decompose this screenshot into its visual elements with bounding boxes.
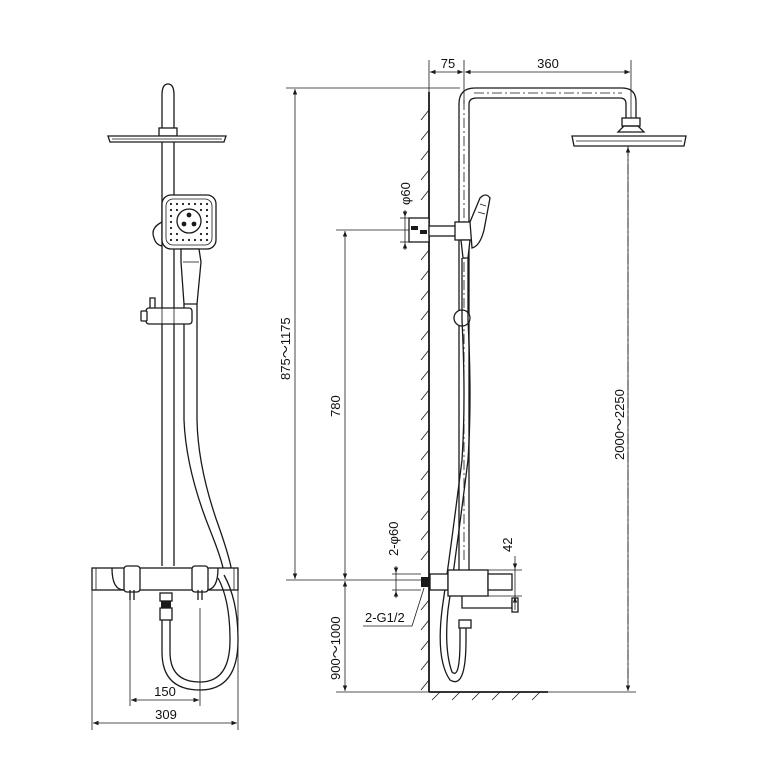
dim-label-2000-2250: 2000～2250: [612, 389, 627, 460]
front-hose-b: [196, 304, 233, 576]
side-hose-connector: [458, 619, 472, 629]
side-mixer-body: [447, 569, 489, 597]
side-inlet-nut: [421, 577, 430, 587]
front-hand-shower-handle: [180, 248, 202, 305]
front-mixer-body: [91, 567, 239, 591]
dim-label-900-1000: 900～1000: [328, 616, 343, 680]
dim-label-2-phi60: 2-φ60: [386, 522, 401, 556]
dim-label-g12: 2-G1/2: [365, 610, 405, 625]
front-view: 150 309: [91, 83, 239, 730]
front-mixer-knob-left: [123, 565, 141, 593]
dim-label-150: 150: [154, 684, 176, 699]
side-eccentric: [429, 573, 449, 591]
front-hose-a: [183, 304, 225, 576]
side-mixer-knob: [487, 573, 513, 591]
front-hose-loop-a: [161, 574, 239, 691]
front-slide-knob: [149, 297, 156, 308]
front-hose-nut-lower: [159, 607, 173, 621]
side-arm-outer: [458, 87, 637, 118]
front-hand-shower-center: [176, 208, 202, 234]
wall-hatching: [420, 109, 430, 691]
side-spout: [461, 596, 513, 609]
front-arm-stub: [161, 83, 175, 132]
side-head-connector: [621, 117, 641, 127]
side-hand-shower-handle: [460, 239, 471, 259]
side-arm-inner: [468, 97, 627, 118]
dim-label-309: 309: [155, 707, 177, 722]
front-head-connector: [158, 127, 178, 137]
side-view: 75 360 φ60 875～1175 780 2-φ60 2-G1/2: [278, 56, 687, 701]
leader-g12: [363, 587, 425, 627]
dim-label-780: 780: [328, 395, 343, 417]
front-hand-shower-nozzles: [169, 202, 209, 242]
side-hand-shower: [469, 194, 491, 249]
dim-label-875-1175: 875～1175: [278, 317, 293, 380]
front-hose-loop-b: [169, 577, 231, 683]
dim-label-75: 75: [441, 56, 455, 71]
front-slide-holder: [145, 307, 193, 325]
side-hose-a: [439, 258, 467, 683]
front-hose-nut: [159, 592, 173, 602]
floor-hatching: [431, 691, 541, 701]
dim-label-360: 360: [537, 56, 559, 71]
front-mixer-knob-right: [191, 565, 209, 593]
dim-label-42: 42: [500, 538, 515, 552]
dim-label-phi60-upper: φ60: [398, 182, 413, 205]
front-holder: [152, 221, 163, 247]
